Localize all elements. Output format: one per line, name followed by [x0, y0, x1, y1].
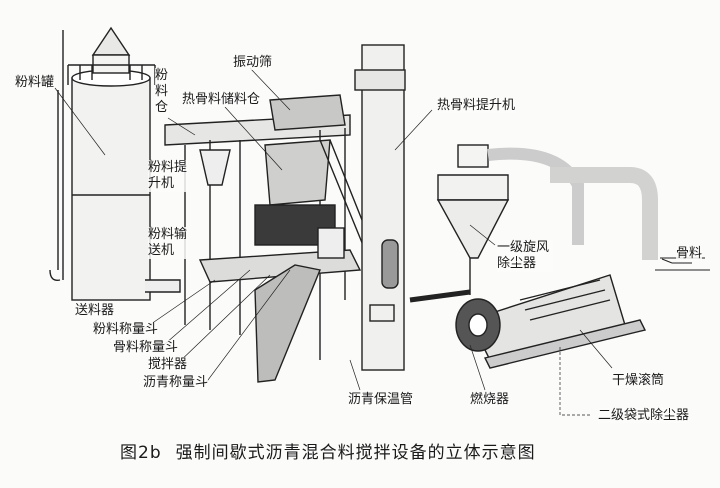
cyclone-shape — [436, 144, 658, 295]
mixing-tower-shape — [164, 94, 371, 383]
label-asphalt-weigh-hopper: 沥青称量斗 — [143, 375, 209, 390]
label-powder-conveyor: 粉料输送机 — [148, 227, 188, 259]
label-burner: 燃烧器 — [470, 392, 510, 407]
drying-drum-shape — [455, 257, 710, 369]
powder-tank-shape — [49, 26, 181, 301]
label-asphalt-insulated-pipe: 沥青保温管 — [348, 392, 414, 407]
label-aggregate-weigh-hopper: 骨料称量斗 — [113, 340, 179, 355]
figure-caption: 图2b 强制间歇式沥青混合料搅拌设备的立体示意图 — [120, 438, 550, 463]
label-powder-weigh-hopper: 粉料称量斗 — [93, 322, 159, 337]
label-hot-aggregate-bin: 热骨料储料仓 — [182, 92, 261, 107]
label-feeder: 送料器 — [75, 303, 115, 318]
figure-number: 图2b — [120, 443, 162, 463]
label-bag-dust-collector: 二级袋式除尘器 — [598, 408, 690, 423]
label-powder-tank: 粉料罐 — [15, 75, 55, 90]
figure-title: 强制间歇式沥青混合料搅拌设备的立体示意图 — [175, 443, 536, 463]
label-aggregate: 骨料 — [676, 246, 703, 261]
label-cyclone-dust-collector: 一级旋风除尘器 — [497, 240, 553, 272]
label-powder-bin: 粉料仓 — [155, 68, 169, 116]
label-mixer: 搅拌器 — [148, 357, 188, 372]
label-vibrating-screen: 振动筛 — [233, 55, 273, 70]
label-drying-drum: 干燥滚筒 — [612, 373, 665, 388]
label-hot-aggregate-elevator: 热骨料提升机 — [437, 98, 516, 113]
elevator-shape — [354, 44, 471, 371]
label-powder-elevator: 粉料提升机 — [148, 160, 188, 192]
leader-lines — [54, 67, 613, 416]
